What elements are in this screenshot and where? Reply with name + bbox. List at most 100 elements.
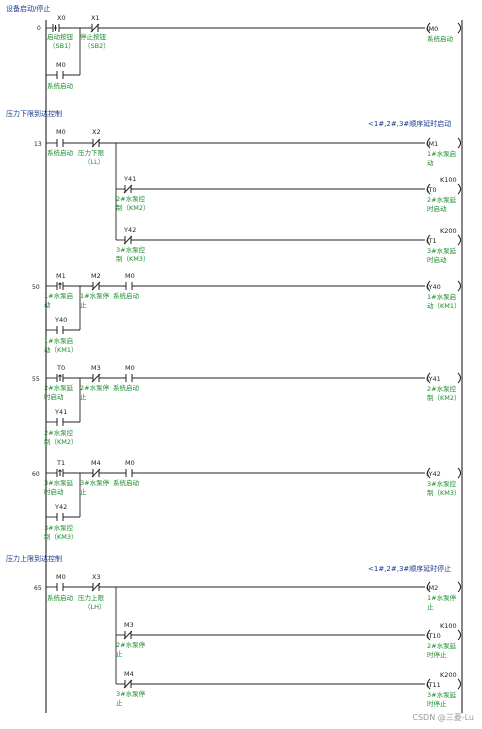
contact-t1-pulse[interactable] (56, 469, 64, 477)
coil-y40[interactable] (427, 280, 461, 292)
timer-preset: K200 (440, 227, 457, 235)
contact-comment: 止 (80, 487, 87, 496)
contact-comment: 1#水泵启 (44, 291, 73, 300)
contact-x3-nc[interactable] (91, 582, 101, 592)
contact-comment: 启动按钮 (47, 32, 74, 41)
contact-comment: 制（KM3） (116, 254, 150, 263)
coil-label: (T11 (426, 681, 441, 689)
contact-comment: 压力上限 (78, 593, 105, 602)
step-number: 65 (34, 585, 42, 592)
contact-x2-nc[interactable] (91, 138, 101, 148)
coil-label: (M0 (426, 25, 438, 33)
coil-comment: 动 (427, 159, 434, 167)
contact-m2-nc[interactable] (91, 281, 101, 291)
step-number: 0 (37, 25, 41, 32)
coil-comment: 动（KM1） (427, 302, 461, 310)
contact-m3-nc[interactable] (123, 630, 133, 640)
contact-comment: 止 (116, 698, 123, 707)
coil-comment: 3#水泵延 (427, 690, 457, 699)
device-label: M3 (91, 364, 101, 372)
coil-t1[interactable] (427, 234, 461, 246)
contact-comment: 2#水泵延 (44, 383, 74, 392)
device-label: Y40 (54, 316, 67, 324)
contact-comment: 2#水泵停 (80, 383, 110, 392)
contact-comment: 制（KM2） (116, 203, 150, 212)
contact-x0[interactable] (52, 24, 60, 32)
contact-comment: 时启动 (44, 392, 64, 401)
contact-comment: 动 (44, 301, 51, 309)
device-label: X0 (57, 14, 66, 22)
contact-comment: 系统启动 (113, 291, 140, 300)
device-label: Y41 (123, 175, 136, 183)
contact-y41-nc[interactable] (123, 184, 133, 194)
step-number: 55 (32, 376, 40, 383)
step-number: 13 (34, 141, 42, 148)
coil-m0[interactable] (427, 22, 461, 34)
contact-m1-pulse[interactable] (56, 282, 64, 290)
contact-comment: 1#水泵启 (44, 336, 73, 345)
coil-label: (T1 (426, 237, 437, 245)
coil-t10[interactable] (427, 629, 461, 641)
device-label: M0 (125, 272, 135, 280)
contact-comment: 2#水泵停 (116, 640, 146, 649)
contact-m0[interactable] (125, 374, 133, 382)
device-label: M1 (56, 272, 66, 280)
device-label: M0 (56, 573, 66, 581)
contact-y40-seal[interactable] (56, 326, 64, 334)
contact-comment: 3#水泵控 (44, 523, 74, 532)
contact-m0[interactable] (125, 469, 133, 477)
coil-y42[interactable] (427, 467, 461, 479)
section-comment: 压力上限到达控制 (6, 554, 62, 563)
device-label: T1 (56, 459, 65, 467)
contact-comment: 时启动 (44, 487, 64, 496)
contact-comment: 2#水泵控 (116, 194, 146, 203)
coil-comment: 1#水泵启 (427, 149, 456, 158)
coil-comment: 1#水泵停 (427, 593, 457, 602)
section-note: <1#,2#,3#顺序延时启动 (368, 119, 451, 128)
contact-comment: 制（KM2） (44, 437, 78, 446)
coil-label: (Y40 (426, 283, 441, 291)
contact-comment: 系统启动 (113, 478, 140, 487)
contact-m0[interactable] (56, 583, 64, 591)
contact-y42-seal[interactable] (56, 513, 64, 521)
contact-m0-seal[interactable] (56, 71, 64, 79)
coil-comment: 制（KM3） (427, 488, 461, 497)
contact-m3-nc[interactable] (91, 373, 101, 383)
contact-comment: （LH） (84, 603, 106, 611)
contact-comment: （SB2） (84, 42, 110, 50)
coil-y41[interactable] (427, 372, 461, 384)
coil-label: (Y41 (426, 375, 441, 383)
contact-x1-nc[interactable] (90, 23, 100, 33)
coil-comment: 时启动 (427, 255, 447, 264)
coil-t11[interactable] (427, 678, 461, 690)
coil-comment: 制（KM2） (427, 393, 461, 402)
device-label: Y42 (54, 503, 67, 511)
contact-m4-nc[interactable] (123, 679, 133, 689)
device-label: M4 (124, 670, 134, 678)
timer-preset: K200 (440, 671, 457, 679)
device-label: X3 (92, 573, 101, 581)
step-number: 60 (32, 471, 40, 478)
contact-m0[interactable] (56, 139, 64, 147)
device-label: M0 (125, 364, 135, 372)
contact-comment: 2#水泵控 (44, 428, 74, 437)
contact-m4-nc[interactable] (91, 468, 101, 478)
coil-t0[interactable] (427, 183, 461, 195)
coil-m1[interactable] (427, 137, 461, 149)
contact-comment: （LL） (84, 158, 104, 166)
device-label: M2 (91, 272, 101, 280)
coil-m2[interactable] (427, 581, 461, 593)
contact-comment: （SB1） (49, 42, 75, 50)
contact-comment: 3#水泵控 (116, 245, 146, 254)
contact-y42-nc[interactable] (123, 235, 133, 245)
watermark: CSDN @三菱-Lu (412, 713, 474, 722)
contact-comment: 系统启动 (113, 383, 140, 392)
contact-t0-pulse[interactable] (56, 374, 64, 382)
coil-comment: 2#水泵延 (427, 641, 457, 650)
device-label: T0 (56, 364, 65, 372)
coil-label: (M1 (426, 140, 438, 148)
contact-y41-seal[interactable] (56, 418, 64, 426)
contact-comment: 系统启动 (47, 148, 74, 157)
coil-label: (T0 (426, 186, 437, 194)
contact-m0[interactable] (125, 282, 133, 290)
